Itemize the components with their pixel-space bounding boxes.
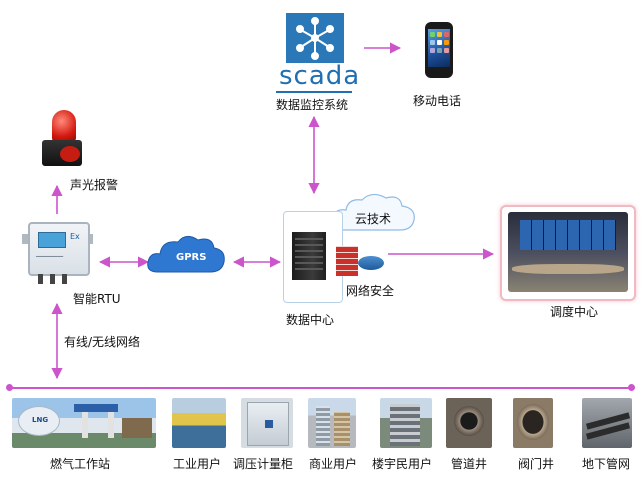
endpoint-label: 管道井	[451, 457, 488, 471]
endpoint-label: 燃气工作站	[50, 457, 111, 471]
regulator-cabinet-image	[241, 398, 293, 448]
rtu-ex-badge: Ex	[70, 232, 80, 241]
scada-logo-mark	[286, 13, 344, 63]
rtu-label: 智能RTU	[73, 292, 121, 306]
residential-building-image	[380, 398, 432, 448]
cloud-tech-label: 云技术	[355, 212, 392, 226]
bus-line	[10, 387, 634, 389]
security-label: 网络安全	[346, 284, 395, 298]
endpoint-label: 阀门井	[518, 457, 555, 471]
network-label: 有线/无线网络	[64, 335, 141, 349]
alarm-label: 声光报警	[70, 178, 119, 192]
rtu-device-icon: Ex ━━━━━━━━━	[28, 222, 90, 276]
gas-station-image: LNG	[12, 398, 156, 448]
endpoint-label: 调压计量柜	[233, 457, 294, 471]
endpoint-label: 楼宇民用户	[372, 457, 433, 471]
commercial-building-image	[308, 398, 356, 448]
industrial-image	[172, 398, 226, 448]
phone-label: 移动电话	[413, 94, 462, 108]
scada-logo-text: scada	[279, 61, 361, 91]
scada-label: 数据监控系统	[276, 98, 349, 112]
network-node-icon	[296, 17, 334, 60]
server-rack-icon	[292, 232, 326, 280]
valve-well-image	[513, 398, 553, 448]
gprs-label: GPRS	[176, 252, 207, 263]
underground-pipe-image	[582, 398, 632, 448]
endpoint-label: 工业用户	[173, 457, 222, 471]
dispatch-label: 调度中心	[550, 305, 599, 319]
mobile-phone-icon	[425, 22, 453, 78]
gprs-cloud-icon	[147, 236, 225, 273]
firewall-icon	[336, 246, 358, 276]
dispatch-center-image	[500, 205, 636, 301]
endpoint-label: 商业用户	[309, 457, 358, 471]
router-icon	[358, 256, 384, 270]
datacenter-label: 数据中心	[286, 313, 335, 327]
pipe-well-image	[446, 398, 492, 448]
endpoint-label: 地下管网	[582, 457, 631, 471]
